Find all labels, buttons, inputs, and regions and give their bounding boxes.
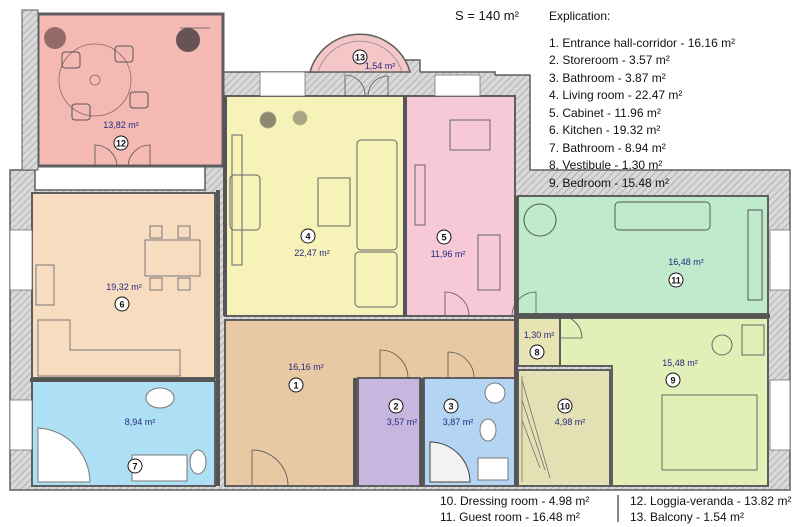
explication-item: 13. Balcony - 1.54 m² [630,510,745,524]
marker-11 [668,272,684,288]
explication-item: 4. Living room - 22.47 m² [549,88,683,102]
explication-item: 10. Dressing room - 4.98 m² [440,494,590,508]
area-4: 22,47 m² [294,248,330,258]
explication-item: 2. Storeroom - 3.57 m² [549,53,670,67]
marker-8 [529,344,545,360]
explication-item: 7. Bathroom - 8.94 m² [549,140,666,155]
explication-item: 11. Guest room - 16.48 m² [440,510,580,524]
room-num-6: 6 [119,300,124,310]
dressing-furniture [521,376,551,482]
marker-13 [352,49,368,65]
cabinet-furniture [414,119,501,291]
area-8: 1,30 m² [524,330,555,340]
bathroom3-fixtures [429,382,509,483]
explication-item: 1. Entrance hall-corridor - 16.16 m² [549,35,736,50]
plant-icon [259,111,277,129]
area-9: 15,48 m² [662,358,698,368]
explication-title: Explication: [549,9,611,23]
explication-extra-left: 10. Dressing room - 4.98 m² 11. Guest ro… [440,493,589,525]
marker-5 [436,229,452,245]
room-num-2: 2 [393,402,398,412]
living-furniture [229,110,398,308]
area-12: 13,82 m² [103,120,139,130]
plant-icon [176,28,200,52]
room-2-storeroom [357,377,421,487]
plant-icon [292,110,308,126]
kitchen-furniture [35,225,201,377]
room-5-cabinet [404,95,516,317]
area-3: 3,87 m² [443,417,474,427]
room-10-dressing [517,369,611,487]
explication-item: 5. Cabinet - 11.96 m² [549,105,661,120]
room-num-3: 3 [448,402,453,412]
explication-item: 12. Loggia-veranda - 13.82 m² [630,494,792,508]
bedroom-furniture [661,324,765,471]
plant-icon [44,27,66,49]
marker-9 [665,372,681,388]
area-10: 4,98 m² [555,417,586,427]
room-11-guest [517,195,769,315]
room-num-13: 13 [355,53,365,63]
room-12-loggia [21,9,225,171]
explication-list: Explication: 1. Entrance hall-corridor -… [549,8,735,192]
room-markers [113,49,684,474]
marker-7 [127,458,143,474]
marker-10 [557,398,573,414]
explication-item: 8. Vestibule - 1.30 m² [549,158,663,172]
area-2: 3,57 m² [387,417,418,427]
area-1: 16,16 m² [288,362,324,372]
marker-12 [113,135,129,151]
area-6: 19,32 m² [106,282,142,292]
area-5: 11,96 m² [431,249,466,259]
guest-furniture [523,201,763,301]
total-area: S = 140 m² [455,8,519,23]
area-7: 8,94 m² [125,417,156,427]
area-11: 16,48 m² [668,257,704,267]
room-num-4: 4 [305,232,310,242]
explication-item: 3. Bathroom - 3.87 m² [549,70,666,85]
room-num-5: 5 [441,233,446,243]
doors [94,74,583,487]
marker-3 [443,398,459,414]
room-4-living [224,95,406,317]
marker-1 [288,377,304,393]
room-6-kitchen [31,192,216,379]
windows [9,71,791,451]
explication-item: 9. Bedroom - 15.48 m² [549,175,670,190]
room-num-8: 8 [534,348,539,358]
marker-6 [114,296,130,312]
room-num-9: 9 [670,376,675,386]
room-num-10: 10 [560,402,570,412]
room-num-1: 1 [293,381,298,391]
marker-2 [388,398,404,414]
room-num-12: 12 [116,139,126,149]
explication-extra-right: 12. Loggia-veranda - 13.82 m² 13. Balcon… [630,493,791,525]
explication-item: 6. Kitchen - 19.32 m² [549,123,661,137]
marker-4 [300,228,316,244]
room-num-11: 11 [671,276,681,286]
area-13: 1,54 m² [365,61,396,71]
chair-set [61,45,149,121]
room-num-7: 7 [132,462,137,472]
